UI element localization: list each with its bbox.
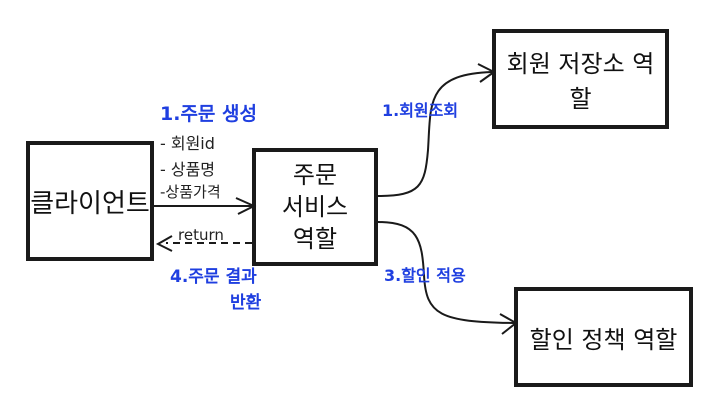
arrowhead-return (155, 235, 173, 252)
param-product-name: - 상품명 (160, 160, 216, 179)
arrow-order-to-member (377, 71, 493, 197)
member-repository-box: 회원 저장소 역할 (492, 29, 669, 129)
order-service-label-line3: 역할 (292, 225, 338, 253)
edge-label-return: return (178, 226, 224, 244)
discount-policy-label: 할인 정책 역할 (529, 325, 678, 354)
client-label: 클라이언트 (30, 188, 150, 219)
discount-policy-box: 할인 정책 역할 (514, 287, 693, 387)
order-service-label-line1: 주문 (292, 161, 338, 189)
arrow-order-to-discount (377, 221, 515, 324)
param-product-price: -상품가격 (160, 183, 221, 201)
order-service-box: 주문 서비스 역할 (252, 148, 378, 266)
edge-label-result-line2: 반환 (230, 293, 262, 313)
member-repository-label: 회원 저장소 역할 (506, 50, 655, 113)
edge-label-result-line1: 4.주문 결과 (170, 267, 257, 287)
edge-label-member-lookup: 1.회원조회 (382, 101, 459, 120)
edge-label-discount-apply: 3.할인 적용 (384, 266, 466, 285)
client-box: 클라이언트 (26, 141, 154, 261)
param-member-id: - 회원id (160, 134, 215, 153)
order-service-label-line2: 서비스 (281, 193, 349, 221)
edge-label-order-create: 1.주문 생성 (160, 103, 257, 125)
